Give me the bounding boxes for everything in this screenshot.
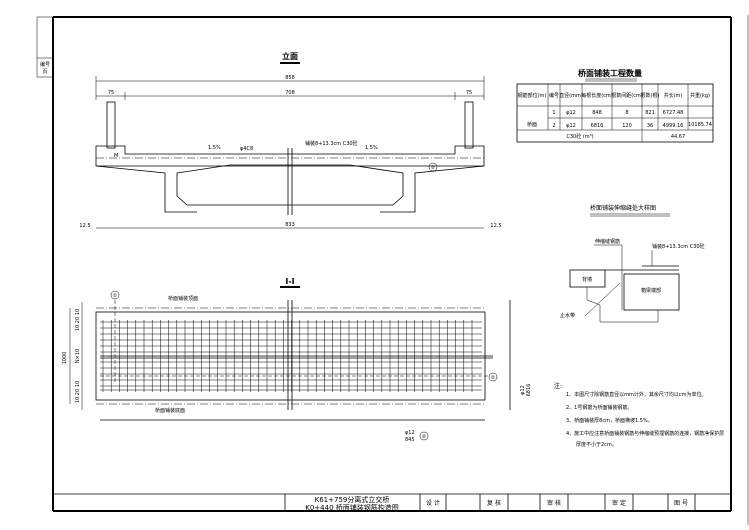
side-label-number: 编号 [40, 61, 50, 68]
detail-left-block: 背墙 [582, 276, 592, 283]
check-label: 复 核 [487, 499, 501, 507]
approve-label: 审 定 [612, 499, 626, 507]
notes-title: 注: [554, 382, 562, 390]
section-title: Ⅰ-Ⅰ [285, 277, 294, 286]
dim-mid: 708 [285, 90, 295, 96]
slope-left: 1.5% [208, 145, 221, 151]
dim-right: 75 [466, 90, 472, 96]
section-callout-2: ② [491, 375, 496, 381]
dim-section-top: 10 20 10 [75, 309, 81, 331]
rebar-label: φ4C8 [240, 146, 253, 152]
table-header: 共长(m) [664, 92, 683, 99]
table-header: 直径(mm) [559, 92, 583, 99]
detail-paving-label: 铺装8+13.3cm C30砼 [652, 243, 705, 250]
paving-label: 铺装8+13.3cm C30砼 [305, 140, 358, 147]
table-cell: 36 [647, 123, 653, 129]
title-block: K61+759分离式立交桥 K0+440 桥面铺装钢筋构造图 设 计 复 核 审… [53, 493, 731, 512]
dim-bottom-right: 12.5 [490, 223, 501, 229]
design-label: 设 计 [426, 499, 440, 507]
table-cell: φ12 [566, 123, 576, 129]
dim-section-mid: N×10 [75, 349, 81, 363]
dim-total: 858 [285, 75, 295, 81]
table-location: 桥面 [527, 121, 537, 128]
note-4: 4、施工中应注意桥面铺装钢筋与伸缩缝预埋钢筋的连接，钢筋净保护层 [566, 430, 724, 437]
dim-left: 75 [108, 90, 114, 96]
dim-section-total: 1000 [62, 352, 68, 365]
detail-right-block: 箱梁端部 [641, 287, 661, 294]
table-cell: 2 [552, 123, 555, 129]
pier-mark: M [114, 153, 118, 159]
table-cell: 120 [622, 123, 632, 129]
table-cell: 4999.16 [663, 123, 684, 129]
dim-bottom-mid: 833 [285, 222, 295, 228]
detail-joint-label: 伸缩缝钢筋 [595, 238, 620, 245]
side-label-page: 页 [42, 69, 47, 75]
table-header: 根数(根) [641, 92, 660, 99]
drawing-number-label: 图 号 [674, 500, 688, 507]
table-header: 共重(kg) [690, 92, 710, 99]
top-surface-label: 桥面铺装顶面 [168, 295, 198, 302]
table-cell: 1 [552, 110, 555, 116]
sheet-frame: 编号 页 [36, 15, 749, 525]
dim-bottom-left: 12.5 [79, 223, 90, 229]
table-header: 每根长度(cm) [581, 92, 613, 99]
left-railing-post [106, 101, 116, 149]
drawing-title-line1: K61+759分离式立交桥 [315, 495, 390, 504]
slope-right: 1.5% [365, 145, 378, 151]
right-length: 6816 [526, 384, 532, 397]
rebar-spec: φ12 [405, 430, 415, 436]
notes: 注: 1、本图尺寸除钢筋直径以mm计外，其余尺寸均以cm为单位。 2、1号钢筋为… [554, 382, 724, 448]
concrete-value: 44.67 [671, 134, 685, 140]
table-header: 编号 [549, 92, 559, 99]
joint-detail: 桥面铺装伸缩缝处大样图 伸缩缝钢筋 铺装8+13.3cm C30砼 背墙 箱梁端… [560, 204, 705, 323]
elevation-callout: ② [431, 165, 436, 171]
note-1: 1、本图尺寸除钢筋直径以mm计外，其余尺寸均以cm为单位。 [566, 391, 707, 398]
quantity-table: 桥面铺装工程数量 钢筋部位(m)编号直径(mm)每根长度(cm)根数间距(cm)… [516, 68, 714, 143]
table-cell: 8 [625, 110, 628, 116]
table-total-weight: 10185.74 [688, 122, 712, 128]
rebar-length: 845 [405, 437, 415, 443]
table-header: 钢筋部位(m) [518, 92, 547, 99]
bottom-surface-label: 桥面铺装底面 [155, 407, 185, 414]
dim-section-bottom: 10 20 10 [75, 381, 81, 403]
right-railing-post [464, 101, 474, 149]
table-cell: 821 [645, 110, 655, 116]
review-label: 审 核 [547, 499, 561, 507]
section-callout-1: ① [113, 293, 118, 299]
section-view: Ⅰ-Ⅰ ① ② 桥面铺装顶面 桥面铺装底面 φ12 845 ② 1000 10 … [62, 277, 532, 443]
table-cell: 6816 [591, 123, 604, 129]
table-title: 桥面铺装工程数量 [578, 68, 642, 78]
table-header: 根数间距(cm) [611, 92, 643, 99]
table-cell: 848 [592, 110, 602, 116]
note-3: 3、桥面铺装厚8cm，桥面横坡1.5%。 [566, 417, 653, 424]
detail-seal-label: 止水带 [560, 312, 575, 319]
right-spec: φ12 [520, 385, 526, 395]
note-4-cont: 厚度不小于2cm。 [576, 441, 617, 448]
elevation-view: 立面 858 75 708 75 1.5% 1.5% φ4C8 铺装8+13.3… [79, 51, 501, 229]
section-callout-3: ② [422, 434, 427, 440]
drawing-title-line2: K0+440 桥面铺装钢筋构造图 [305, 503, 399, 512]
concrete-label: C30砼 (m³) [566, 133, 593, 140]
table-cell: φ12 [566, 110, 576, 116]
detail-title: 桥面铺装伸缩缝处大样图 [590, 204, 656, 212]
elevation-title: 立面 [282, 51, 298, 61]
note-2: 2、1号钢筋为桥面铺装钢筋。 [566, 404, 632, 411]
table-cell: 6727.48 [663, 110, 684, 116]
